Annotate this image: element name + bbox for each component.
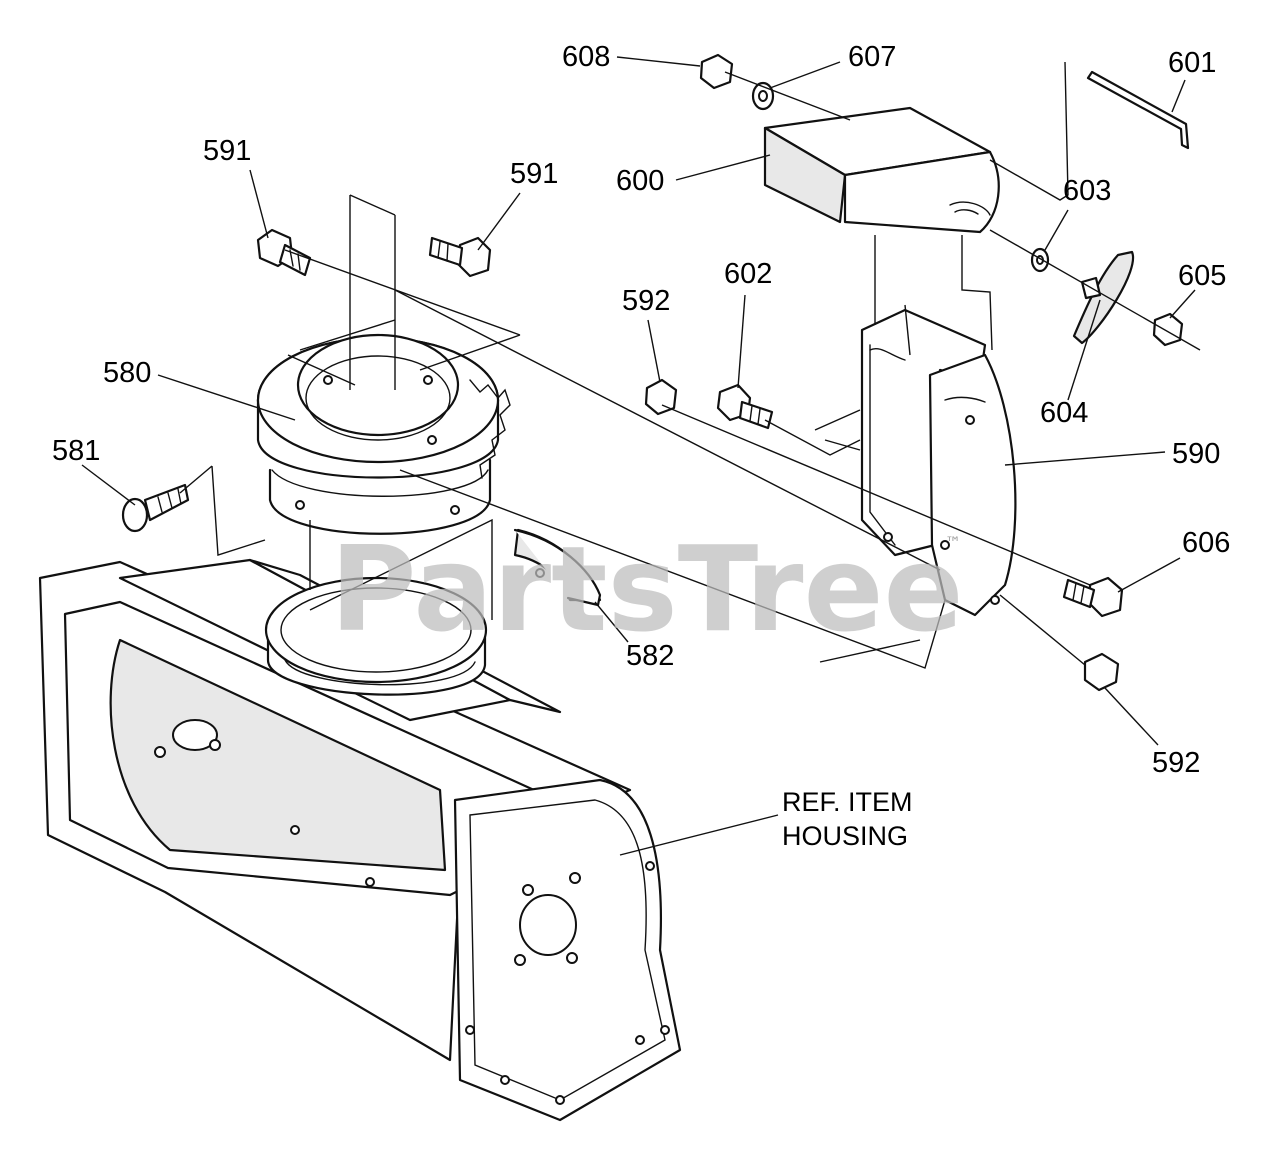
callout-labels: 608 607 601 600 603 591 591 605 602 592 …	[52, 41, 1230, 779]
callout-580: 580	[103, 357, 151, 389]
screw-581-drawing	[121, 483, 190, 533]
watermark-text: PartsTree	[330, 520, 964, 658]
assembly-lines	[179, 61, 1201, 669]
chute-ring-drawing	[256, 333, 511, 535]
watermark-trademark: ™	[945, 533, 961, 552]
watermark: PartsTree ™	[330, 520, 964, 658]
callout-leaders	[81, 56, 1196, 856]
callout-605: 605	[1178, 260, 1226, 292]
callout-601: 601	[1168, 47, 1216, 79]
reference-note: REF. ITEM HOUSING	[782, 787, 913, 851]
callout-592-lower: 592	[1152, 747, 1200, 779]
callout-591-right: 591	[510, 158, 558, 190]
hardware-608-607-drawing	[699, 53, 775, 111]
callout-607: 607	[848, 41, 896, 73]
reference-housing-label: HOUSING	[782, 821, 908, 851]
callout-608: 608	[562, 41, 610, 73]
plate-582-drawing	[513, 528, 602, 607]
callout-591-left: 591	[203, 135, 251, 167]
bolt-591-left-drawing	[256, 228, 312, 277]
callout-606: 606	[1182, 527, 1230, 559]
bracket-600-drawing	[763, 106, 1000, 234]
callout-592-upper: 592	[622, 285, 670, 317]
reference-item-label: REF. ITEM	[782, 787, 913, 817]
callout-590: 590	[1172, 438, 1220, 470]
callout-600: 600	[616, 165, 664, 197]
callout-581: 581	[52, 435, 100, 467]
rod-601-drawing	[1086, 70, 1190, 150]
callout-604: 604	[1040, 397, 1088, 429]
callout-603: 603	[1063, 175, 1111, 207]
callout-582: 582	[626, 640, 674, 672]
callout-602: 602	[724, 258, 772, 290]
hardware-592-602-606-drawing	[644, 378, 1124, 692]
deflector-590-drawing	[860, 308, 1017, 617]
housing-drawing	[38, 558, 682, 1122]
bolt-591-right-drawing	[428, 236, 492, 278]
